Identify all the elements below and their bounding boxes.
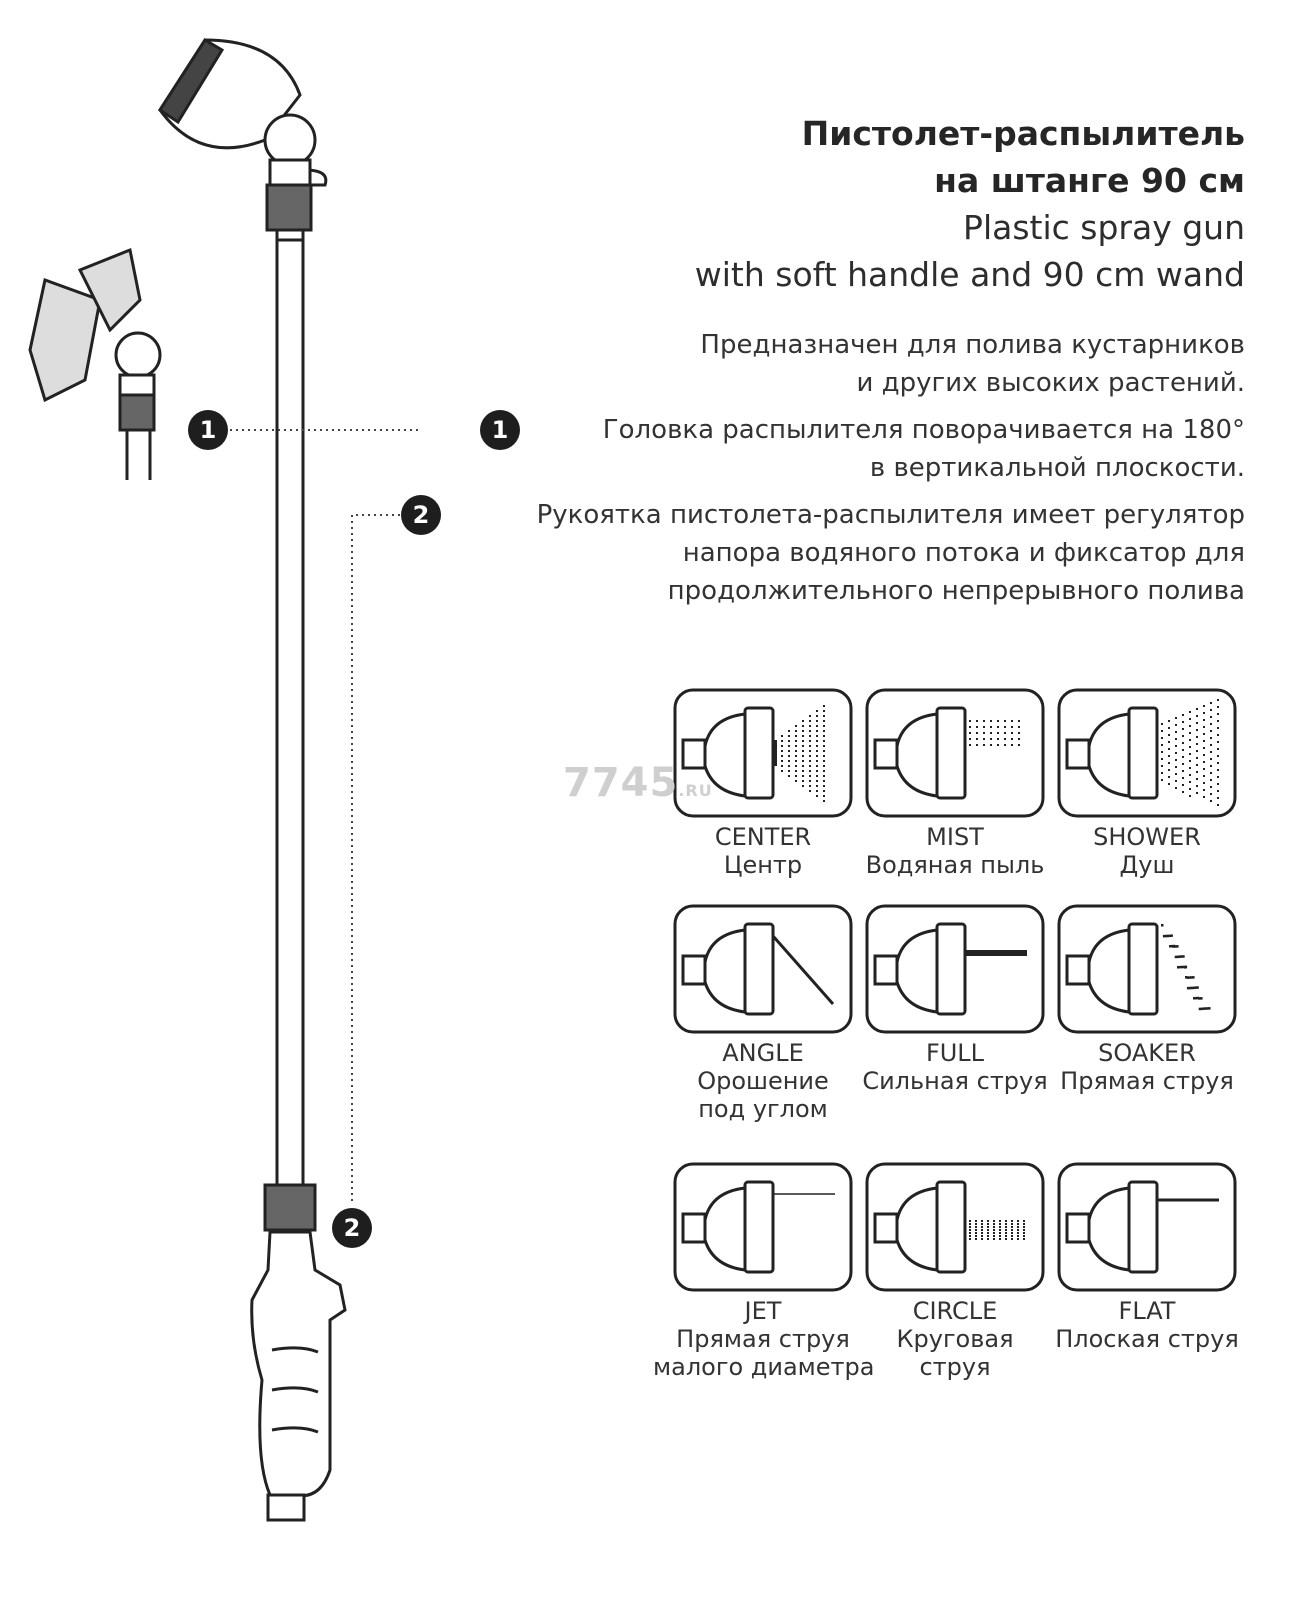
mode-name-en: FLAT — [1118, 1297, 1176, 1325]
product-title-ru: Пистолет-распылитель на штанге 90 см — [802, 110, 1245, 204]
center-spray-icon — [673, 688, 853, 818]
spray-mode-mist — [865, 688, 1045, 818]
spray-mode-jet — [673, 1162, 853, 1292]
flat-spray-icon — [1057, 1162, 1237, 1292]
feature-1-text: Головка распылителя поворачивается на 18… — [603, 411, 1245, 487]
spray-gun-illustration — [28, 37, 420, 1522]
mode-name-ru: Орошение — [697, 1067, 829, 1095]
callout-badge-1-drawing: 1 — [188, 410, 228, 450]
feature-2-line-2: напора водяного потока и фиксатор для — [682, 538, 1245, 568]
feature-2-badge: 2 — [401, 495, 441, 535]
spray-mode-shower — [1057, 688, 1237, 818]
mode-name-ru: малого диаметра — [653, 1353, 875, 1381]
mode-name-ru: Плоская струя — [1055, 1325, 1239, 1353]
intro-line-1: Предназначен для полива кустарников — [700, 330, 1245, 360]
mode-name-ru: Прямая струя — [676, 1325, 850, 1353]
feature-1-badge: 1 — [480, 410, 520, 450]
mode-name-en: CIRCLE — [912, 1297, 998, 1325]
mist-spray-icon — [865, 688, 1045, 818]
circle-spray-icon — [865, 1162, 1045, 1292]
intro-text: Предназначен для полива кустарников и др… — [700, 326, 1245, 402]
title-line-1: Пистолет-распылитель — [801, 114, 1245, 153]
spray-mode-circle — [865, 1162, 1045, 1292]
handle-drawing — [250, 1183, 347, 1522]
mode-name-en: SOAKER — [1098, 1039, 1196, 1067]
wand-drawing — [275, 238, 305, 1187]
title-line-2: на штанге 90 см — [934, 161, 1245, 200]
subtitle-line-1: Plastic spray gun — [963, 208, 1245, 247]
feature-2-text: Рукоятка пистолета-распылителя имеет рег… — [537, 496, 1245, 610]
spray-mode-center — [673, 688, 853, 818]
mode-name-ru: Круговая — [896, 1325, 1014, 1353]
angle-spray-icon — [673, 904, 853, 1034]
watermark-main: 7745 — [563, 760, 679, 806]
mode-name-ru: Центр — [723, 851, 803, 879]
mode-name-en: SHOWER — [1093, 823, 1201, 851]
mode-name-ru: струя — [919, 1353, 991, 1381]
spray-head-drawing — [157, 37, 328, 242]
callout-badge-2-drawing: 2 — [332, 1208, 372, 1248]
subtitle-line-2: with soft handle and 90 cm wand — [694, 255, 1245, 294]
mode-name-ru: Душ — [1119, 851, 1175, 879]
mode-name-ru: Прямая струя — [1060, 1067, 1234, 1095]
feature-1-line-2: в вертикальной плоскости. — [869, 453, 1245, 483]
spray-mode-flat — [1057, 1162, 1237, 1292]
spray-mode-full — [865, 904, 1045, 1034]
jet-spray-icon — [673, 1162, 853, 1292]
watermark-suffix: .RU — [678, 781, 713, 800]
mode-name-en: MIST — [926, 823, 984, 851]
shower-spray-icon — [1057, 688, 1237, 818]
mode-name-en: ANGLE — [722, 1039, 804, 1067]
feature-2-line-3: продолжительного непрерывного полива — [667, 576, 1245, 606]
mode-name-ru: Сильная струя — [862, 1067, 1048, 1095]
intro-line-2: и других высоких растений. — [856, 368, 1245, 398]
watermark: 7745.RU — [563, 760, 713, 806]
rotated-head-drawing — [28, 247, 162, 480]
feature-1-line-1: Головка распылителя поворачивается на 18… — [602, 415, 1245, 445]
callout-line-2 — [351, 514, 400, 1205]
spray-mode-soaker — [1057, 904, 1237, 1034]
spray-mode-angle — [673, 904, 853, 1034]
mode-name-ru: Водяная пыль — [865, 851, 1045, 879]
mode-name-en: FULL — [925, 1039, 985, 1067]
soaker-spray-icon — [1057, 904, 1237, 1034]
mode-name-en: JET — [744, 1297, 782, 1325]
full-spray-icon — [865, 904, 1045, 1034]
product-title-en: Plastic spray gun with soft handle and 9… — [695, 204, 1245, 298]
mode-name-ru: под углом — [698, 1095, 828, 1123]
feature-2-line-1: Рукоятка пистолета-распылителя имеет рег… — [536, 500, 1245, 530]
mode-name-en: CENTER — [714, 823, 812, 851]
